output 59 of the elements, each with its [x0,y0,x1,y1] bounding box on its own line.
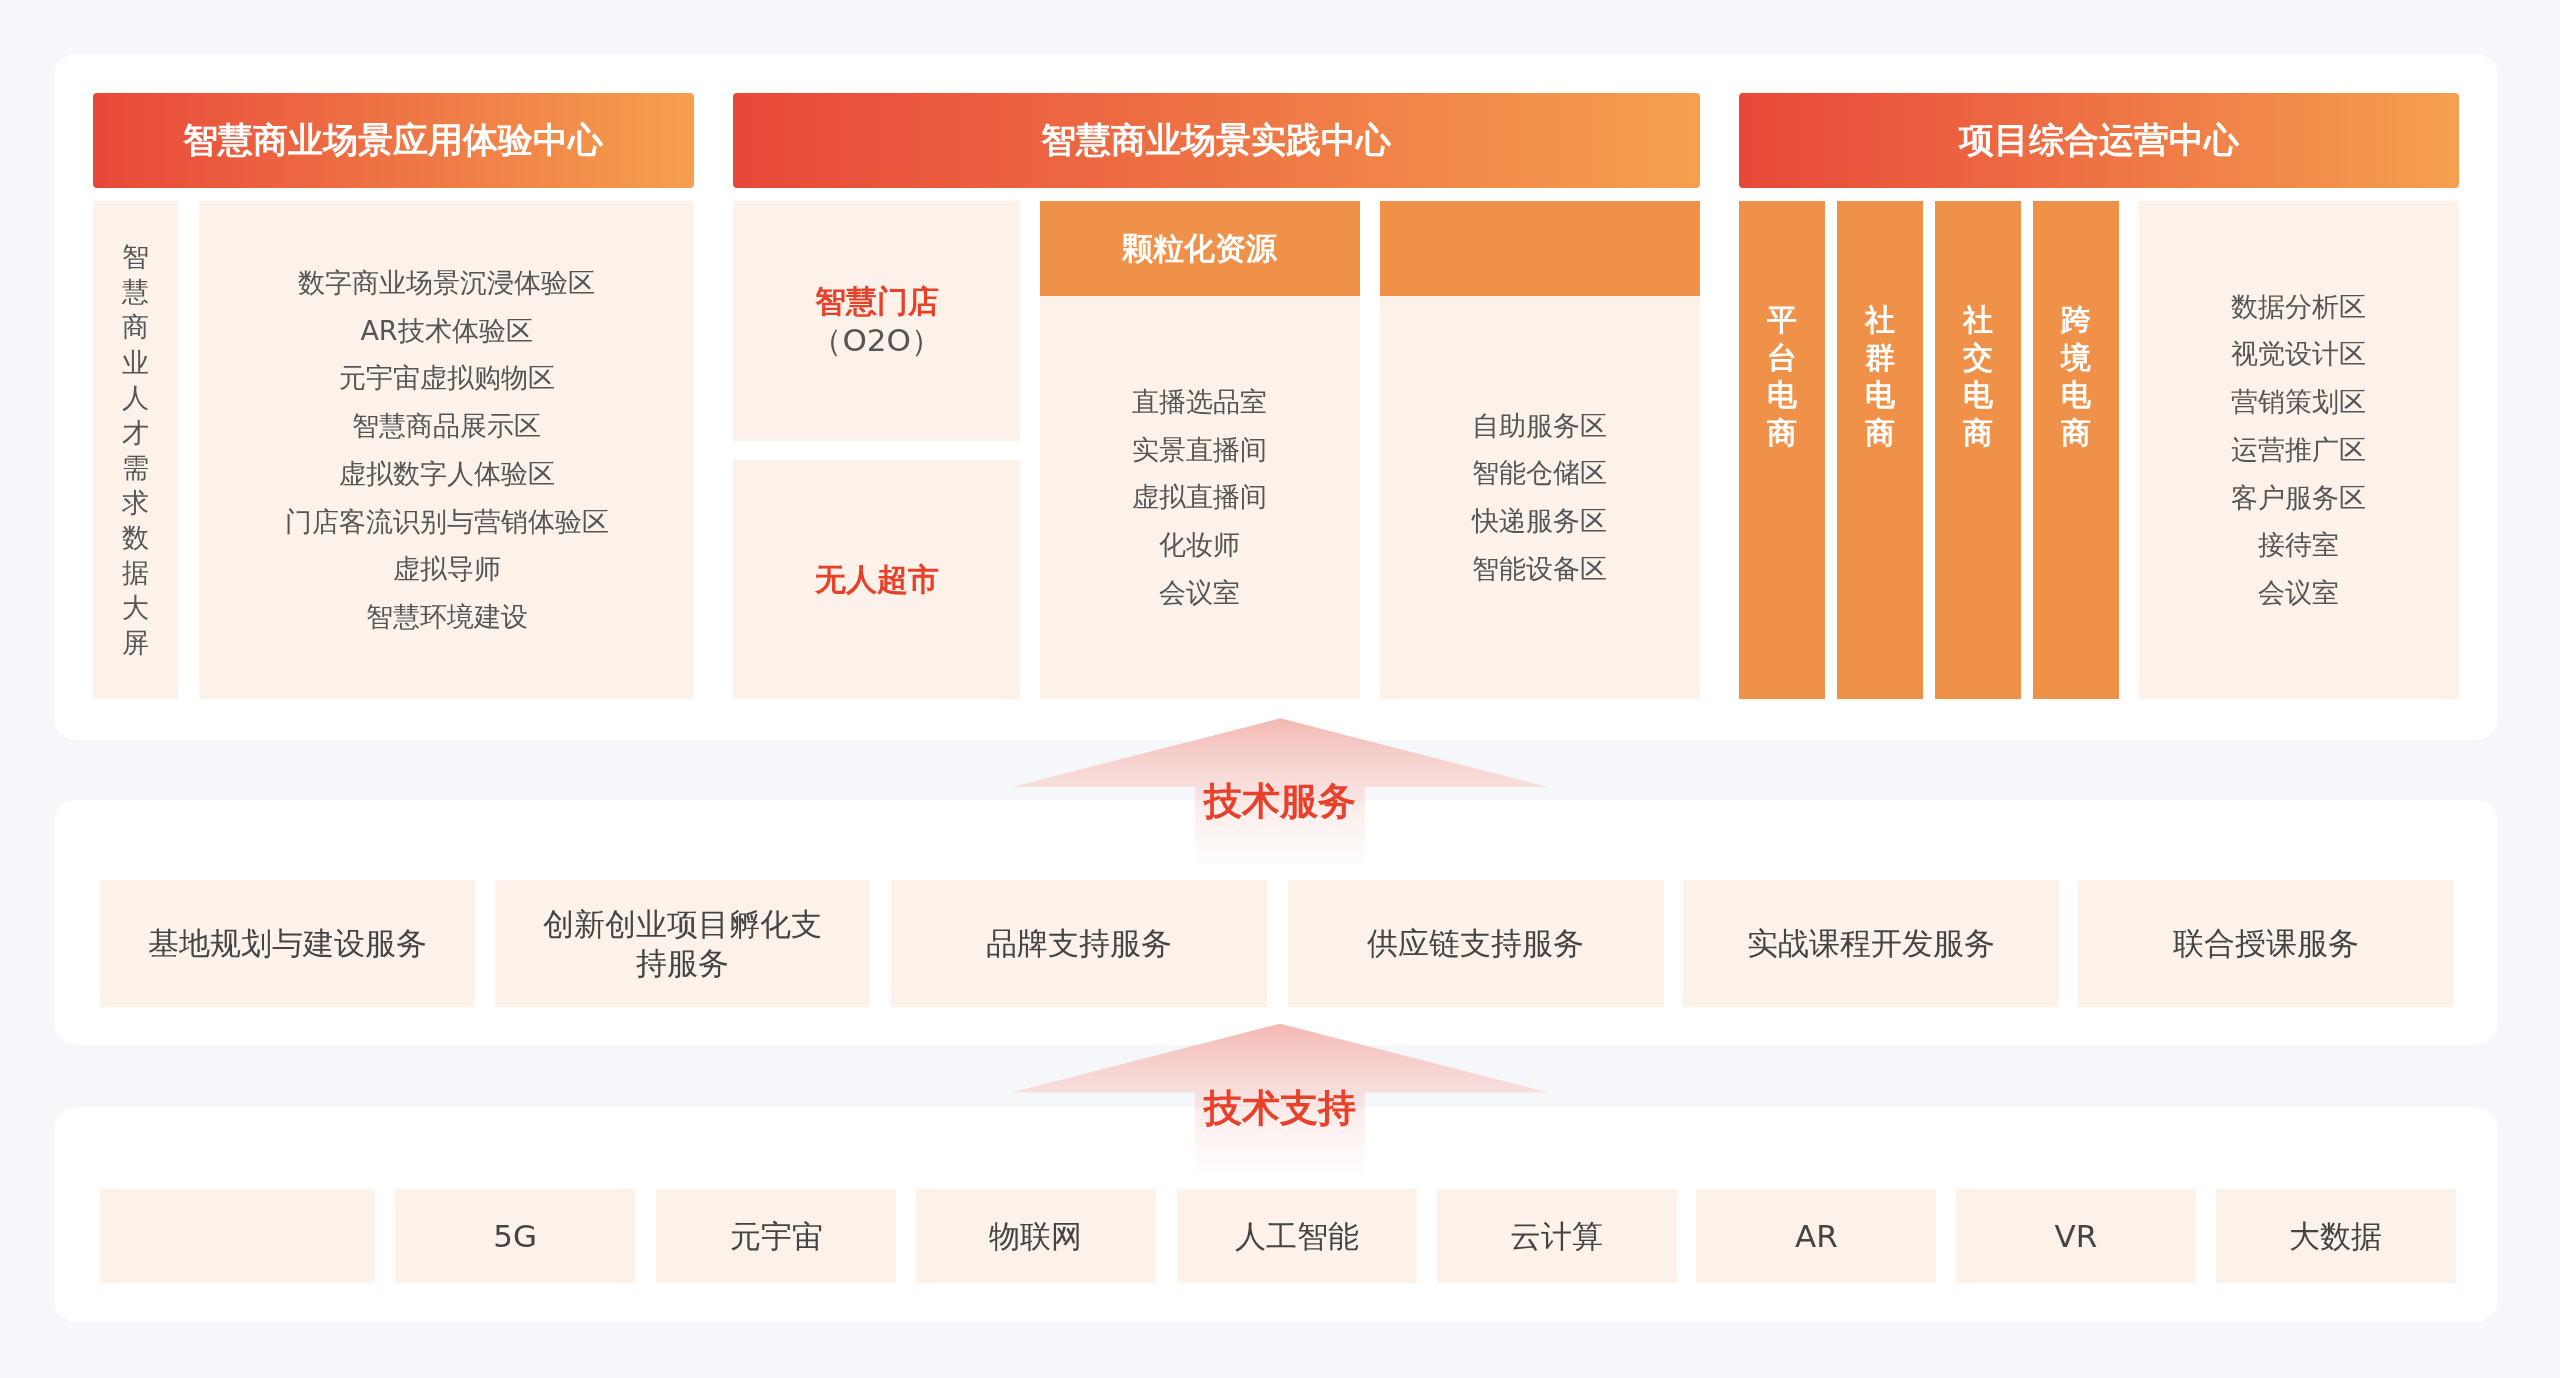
list-item: 虚拟直播间 [1132,480,1268,514]
list-item: 门店客流识别与营销体验区 [284,504,609,539]
list-item: 虚拟数字人体验区 [338,456,555,491]
store-title: 无人超市 [814,560,939,599]
card-label: 物联网 [989,1216,1083,1256]
list-item: 实景直播间 [1132,432,1268,467]
list-item: 数字商业场景沉浸体验区 [298,265,595,300]
list-item: 会议室 [1159,575,1241,610]
vertical-label: 平台电商 [1766,301,1798,452]
list-item: 化妆师 [1159,528,1241,562]
list-item: 运营推广区 [2231,432,2367,467]
list-item: 智慧商品展示区 [352,409,541,443]
section-header: 智慧商业场景应用体验中心 [93,93,694,188]
card-label: 大数据 [2289,1216,2382,1256]
card-label: 人工智能 [1235,1216,1360,1256]
list-item: 视觉设计区 [2231,337,2367,372]
card-label: VR [2054,1216,2098,1256]
card-label: 品牌支持服务 [986,924,1173,964]
list-item: 智能仓储区 [1472,456,1608,491]
list-item: 快递服务区 [1472,504,1608,538]
store-title: 智慧门店 [814,282,939,321]
card-label: 5G [493,1216,537,1256]
edge-label: 技术服务 [1202,778,1357,825]
vertical-bar [1836,200,1924,699]
list-item: 虚拟导师 [392,552,501,587]
column-card [1379,200,1700,699]
list-item: 会议室 [2258,576,2340,610]
column-card [1040,200,1360,699]
vertical-label: 社交电商 [1961,301,1994,452]
vertical-label: 跨境电商 [2059,301,2092,452]
section-header: 智慧商业场景实践中心 [733,93,1700,188]
card-label: 云计算 [1510,1216,1604,1256]
card-label: 联合授课服务 [2173,924,2360,964]
store-subtitle: （O2O） [811,320,942,360]
vertical-bar [1738,200,1826,699]
list-item: 智慧环境建设 [365,600,528,634]
card-label: 供应链支持服务 [1367,924,1585,964]
list-item: 接待室 [2258,528,2340,563]
list-item: 自助服务区 [1472,408,1608,443]
card-label: 基地规划与建设服务 [147,924,427,964]
list-item: 元宇宙虚拟购物区 [338,361,555,396]
column-header: 颗粒化资源 [1040,200,1360,296]
list-item: 客户服务区 [2231,480,2367,515]
section-header: 项目综合运营中心 [1738,93,2459,188]
card-label: 创新创业项目孵化支持服务 [541,904,823,983]
list-item: AR技术体验区 [360,313,533,348]
vertical-bar [1934,200,2022,699]
card-label: AR [1794,1216,1838,1256]
card-label: 实战课程开发服务 [1747,924,1995,964]
panel-background [53,53,2498,740]
edge-label: 技术支持 [1202,1084,1357,1132]
list-item: 数据分析区 [2231,289,2367,324]
list-item: 直播选品室 [1132,384,1268,419]
list-item: 智能设备区 [1472,551,1608,586]
vertical-bar [2032,200,2120,699]
list-item: 营销策划区 [2231,385,2367,419]
vertical-label: 社群电商 [1863,301,1896,452]
vertical-label: 智慧商业人才需求数据大屏 [121,240,150,661]
card-label: 元宇宙 [729,1216,823,1256]
